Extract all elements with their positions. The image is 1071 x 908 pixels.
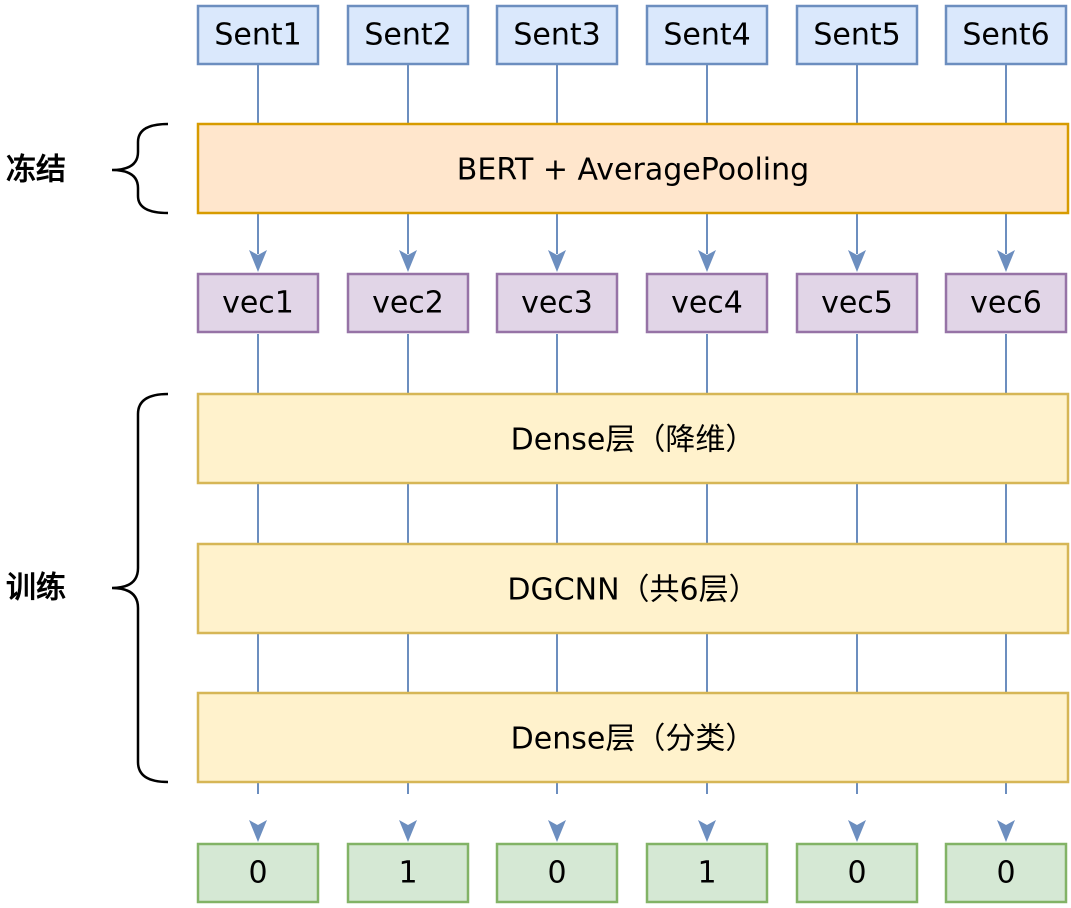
output-node-5: 0	[795, 842, 919, 904]
vector-node-4: vec4	[645, 272, 769, 334]
output-node-4: 1	[645, 842, 769, 904]
sentence-label-2: Sent2	[364, 18, 451, 53]
output-box-2	[346, 842, 470, 904]
sentence-box-6	[944, 4, 1068, 66]
sentence-node-4: Sent4	[645, 4, 769, 66]
dgcnn-label: DGCNN（共6层）	[507, 573, 758, 608]
arrow-to-vec-3	[548, 250, 566, 272]
vector-node-1: vec1	[196, 272, 320, 334]
vector-label-6: vec6	[970, 286, 1042, 321]
sentence-label-3: Sent3	[513, 18, 600, 53]
sentence-node-1: Sent1	[196, 4, 320, 66]
arrow-to-vec-5	[848, 250, 866, 272]
trained-label: 训练	[6, 571, 66, 606]
sentence-label-5: Sent5	[813, 18, 900, 53]
vector-node-2: vec2	[346, 272, 470, 334]
output-node-6: 0	[944, 842, 1068, 904]
output-label-1: 0	[248, 856, 267, 891]
output-node-2: 1	[346, 842, 470, 904]
output-row: 0 1 0 1 0 0	[196, 842, 1068, 904]
output-box-3	[495, 842, 619, 904]
sentence-label-1: Sent1	[214, 18, 301, 53]
vector-box-4	[645, 272, 769, 334]
sentence-row: Sent1 Sent2 Sent3 Sent4 Sent5 Sent6	[196, 4, 1068, 66]
sentence-node-2: Sent2	[346, 4, 470, 66]
output-label-4: 1	[697, 856, 716, 891]
arrow-to-vec-4	[698, 250, 716, 272]
output-node-1: 0	[196, 842, 320, 904]
output-label-3: 0	[547, 856, 566, 891]
arrow-to-output-2	[399, 820, 417, 842]
dense-reduce-label: Dense层（降维）	[511, 423, 756, 458]
encoder-label: BERT + AveragePooling	[457, 153, 809, 188]
vector-node-6: vec6	[944, 272, 1068, 334]
sentence-box-1	[196, 4, 320, 66]
output-box-1	[196, 842, 320, 904]
trained-group: 训练	[6, 392, 169, 784]
trained-brace	[111, 392, 169, 784]
arrow-to-output-1	[249, 820, 267, 842]
vector-label-1: vec1	[222, 286, 294, 321]
vector-box-2	[346, 272, 470, 334]
dense-classify-label: Dense层（分类）	[511, 722, 756, 757]
vector-row: vec1 vec2 vec3 vec4 vec5 vec6	[196, 272, 1068, 334]
output-label-5: 0	[847, 856, 866, 891]
output-box-6	[944, 842, 1068, 904]
frozen-label: 冻结	[6, 153, 66, 188]
vector-node-5: vec5	[795, 272, 919, 334]
vector-label-2: vec2	[372, 286, 444, 321]
dense-classify-layer: Dense层（分类）	[196, 691, 1070, 784]
vector-box-6	[944, 272, 1068, 334]
sentence-box-3	[495, 4, 619, 66]
sentence-box-4	[645, 4, 769, 66]
sentence-node-6: Sent6	[944, 4, 1068, 66]
output-box-4	[645, 842, 769, 904]
encoder-block: BERT + AveragePooling	[196, 122, 1070, 215]
frozen-brace	[111, 122, 169, 215]
output-label-2: 1	[398, 856, 417, 891]
vector-box-5	[795, 272, 919, 334]
arrow-to-output-5	[848, 820, 866, 842]
dense-reduce-layer: Dense层（降维）	[196, 392, 1070, 485]
arrow-to-vec-2	[399, 250, 417, 272]
vector-label-4: vec4	[671, 286, 743, 321]
frozen-group: 冻结	[6, 122, 169, 215]
arrow-to-output-3	[548, 820, 566, 842]
output-label-6: 0	[996, 856, 1015, 891]
vector-label-3: vec3	[521, 286, 593, 321]
vector-box-1	[196, 272, 320, 334]
output-box-5	[795, 842, 919, 904]
sentence-label-6: Sent6	[962, 18, 1049, 53]
sentence-label-4: Sent4	[663, 18, 750, 53]
dgcnn-layer: DGCNN（共6层）	[196, 542, 1070, 635]
vector-box-3	[495, 272, 619, 334]
vector-node-3: vec3	[495, 272, 619, 334]
arrow-to-vec-1	[249, 250, 267, 272]
sentence-box-5	[795, 4, 919, 66]
arrow-to-output-4	[698, 820, 716, 842]
arrow-to-vec-6	[997, 250, 1015, 272]
sentence-node-5: Sent5	[795, 4, 919, 66]
arrow-to-output-6	[997, 820, 1015, 842]
sentence-box-2	[346, 4, 470, 66]
output-node-3: 0	[495, 842, 619, 904]
vector-label-5: vec5	[821, 286, 893, 321]
sentence-node-3: Sent3	[495, 4, 619, 66]
